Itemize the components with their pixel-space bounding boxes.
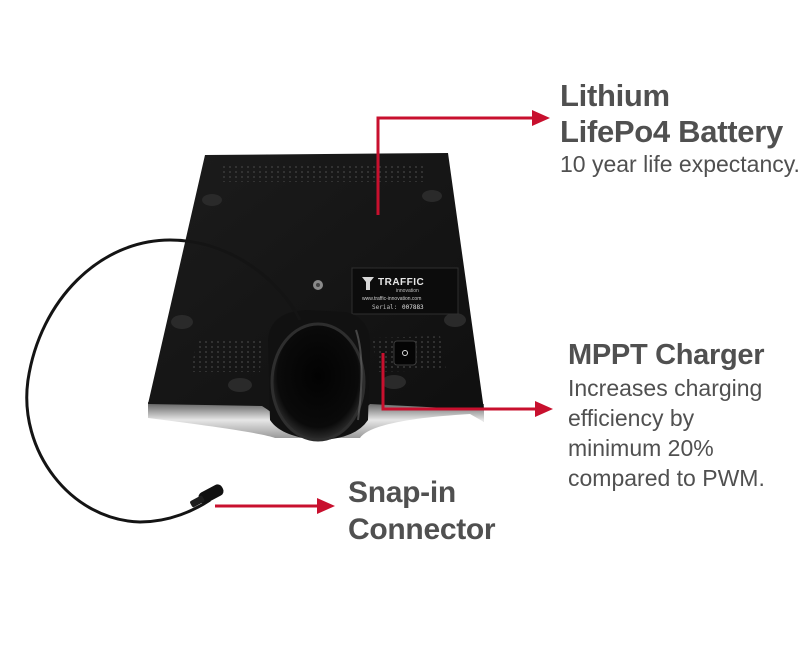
power-switch[interactable] [393, 340, 417, 366]
battery-description: 10 year life expectancy. [560, 151, 800, 177]
battery-callout-arrow [376, 110, 550, 215]
pole-mount-socket [268, 310, 371, 442]
battery-device: TRAFFIC innovation www.traffic-innovatio… [148, 153, 484, 442]
connector-title-line2: Connector [348, 513, 496, 546]
label-brand: TRAFFIC [378, 277, 424, 288]
brand-logo-icon [362, 277, 374, 290]
mppt-description-line: Increases charging [568, 375, 763, 401]
rubber-foot [202, 194, 222, 206]
product-label: TRAFFIC innovation www.traffic-innovatio… [351, 267, 459, 315]
rubber-foot [382, 375, 406, 389]
vent-grille-left [190, 338, 262, 372]
vent-grille-top [222, 166, 426, 182]
connector-cable [25, 238, 302, 524]
rubber-foot [444, 313, 466, 327]
connector-title-line1: Snap-in [348, 476, 456, 509]
battery-title-line1: Lithium [560, 78, 670, 113]
rubber-foot [422, 190, 442, 202]
label-serial-label: Serial: [372, 304, 397, 311]
mppt-callout: MPPT Charger Increases charging efficien… [568, 337, 765, 493]
mppt-description-line: minimum 20% [568, 435, 714, 461]
connector-callout: Snap-in Connector [348, 474, 496, 548]
mppt-description-line: efficiency by [568, 405, 695, 431]
connector-callout-arrow [215, 498, 335, 514]
snap-in-connector-plug [190, 484, 224, 508]
rubber-foot [228, 378, 252, 392]
mppt-title: MPPT Charger [568, 339, 765, 371]
label-brand-sub: innovation [396, 288, 419, 294]
label-website: www.traffic-innovation.com [362, 296, 421, 302]
mppt-callout-arrow [381, 353, 553, 417]
label-serial-value: 007883 [402, 304, 424, 311]
battery-title-line2: LifePo4 Battery [560, 114, 783, 149]
rubber-foot [171, 315, 193, 329]
mppt-description-line: compared to PWM. [568, 465, 765, 491]
battery-callout: Lithium LifePo4 Battery 10 year life exp… [560, 78, 800, 178]
